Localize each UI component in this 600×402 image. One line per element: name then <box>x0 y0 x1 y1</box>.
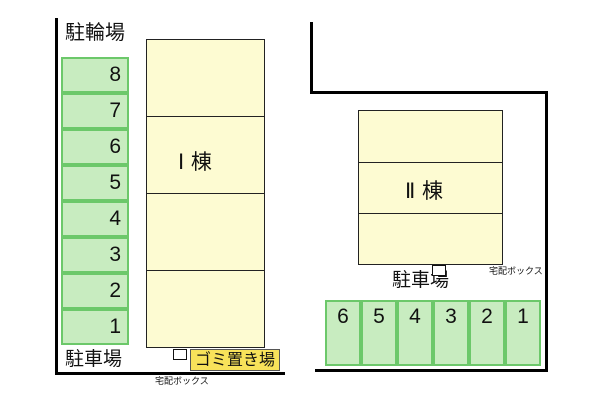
boundary-right-bottom <box>315 369 548 372</box>
bicycle-slot: 7 <box>61 93 129 129</box>
delivery-box-left-label: 宅配ボックス <box>155 377 209 387</box>
car-slot: 4 <box>397 300 433 366</box>
bicycle-slot: 1 <box>61 309 129 345</box>
car-slot: 1 <box>505 300 541 366</box>
building-2-unit <box>358 213 503 265</box>
bicycle-parking: 8 7 6 5 4 3 2 1 <box>61 57 129 345</box>
building-1-unit <box>146 270 265 348</box>
boundary-right-top-vertical <box>310 22 313 94</box>
car-slot: 3 <box>433 300 469 366</box>
building-2-unit <box>358 110 503 164</box>
parking-left-label: 駐車場 <box>65 348 123 370</box>
bicycle-slot: 6 <box>61 129 129 165</box>
bicycle-parking-label: 駐輪場 <box>65 20 125 44</box>
bicycle-slot: 3 <box>61 237 129 273</box>
delivery-box-right-icon <box>432 265 446 276</box>
boundary-right-side <box>545 91 548 371</box>
delivery-box-left-icon <box>173 349 187 360</box>
bicycle-slot: 4 <box>61 201 129 237</box>
building-1-unit <box>146 116 265 195</box>
car-slot: 2 <box>469 300 505 366</box>
car-slot: 5 <box>361 300 397 366</box>
building-2-label: Ⅱ 棟 <box>405 179 444 203</box>
car-slot: 6 <box>325 300 361 366</box>
boundary-right-top-horizontal <box>310 91 548 94</box>
building-2-unit <box>358 162 503 215</box>
garbage-area: ゴミ置き場 <box>190 349 280 371</box>
delivery-box-right-label: 宅配ボックス <box>489 267 543 277</box>
building-1-unit <box>146 39 265 118</box>
boundary-left-vertical <box>55 18 58 375</box>
building-1-unit <box>146 193 265 272</box>
bicycle-slot: 5 <box>61 165 129 201</box>
bicycle-slot: 2 <box>61 273 129 309</box>
boundary-left-bottom <box>55 372 285 375</box>
building-1-label: Ⅰ 棟 <box>178 150 212 174</box>
bicycle-slot: 8 <box>61 57 129 93</box>
